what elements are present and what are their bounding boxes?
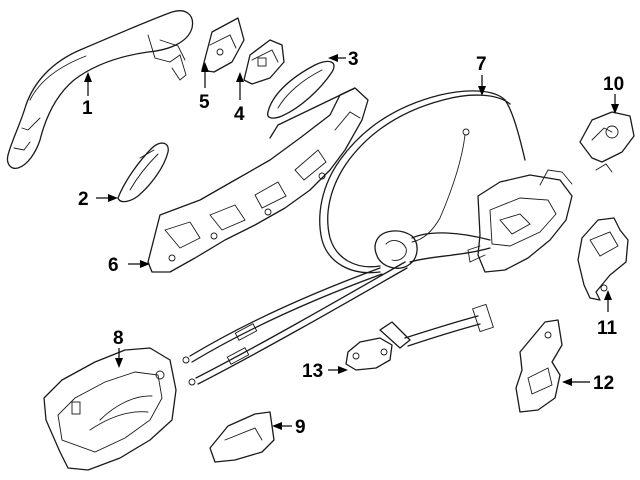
part-door-switch bbox=[577, 217, 629, 301]
leader-lines bbox=[84, 54, 619, 430]
callout-3: 3 bbox=[348, 49, 359, 70]
callout-9: 9 bbox=[295, 417, 306, 438]
callout-6: 6 bbox=[108, 255, 119, 276]
part-outside-handle bbox=[6, 10, 194, 169]
callout-10: 10 bbox=[603, 74, 624, 95]
part-handle-frame bbox=[147, 87, 369, 273]
part-inside-handle bbox=[43, 347, 177, 471]
part-trim-cover bbox=[209, 411, 275, 463]
callout-12: 12 bbox=[593, 373, 614, 394]
callout-13: 13 bbox=[302, 361, 323, 382]
callout-labels: 1 2 3 4 5 6 7 8 9 10 11 12 13 bbox=[78, 49, 624, 438]
part-handle-cover bbox=[117, 142, 169, 203]
callout-4: 4 bbox=[234, 104, 245, 125]
callout-5: 5 bbox=[199, 92, 210, 113]
callout-7: 7 bbox=[476, 54, 487, 75]
part-control-cables bbox=[182, 261, 408, 386]
callout-1: 1 bbox=[82, 98, 93, 119]
part-gasket bbox=[266, 60, 335, 119]
callout-8: 8 bbox=[113, 328, 124, 349]
part-lock-actuator-cable bbox=[319, 90, 573, 274]
part-bezel bbox=[243, 39, 285, 85]
part-striker bbox=[579, 111, 635, 173]
part-cylinder-cap bbox=[201, 17, 245, 73]
part-mounting-bracket bbox=[515, 319, 563, 413]
part-door-check bbox=[345, 303, 494, 371]
callout-11: 11 bbox=[597, 318, 618, 339]
callout-2: 2 bbox=[78, 189, 89, 210]
